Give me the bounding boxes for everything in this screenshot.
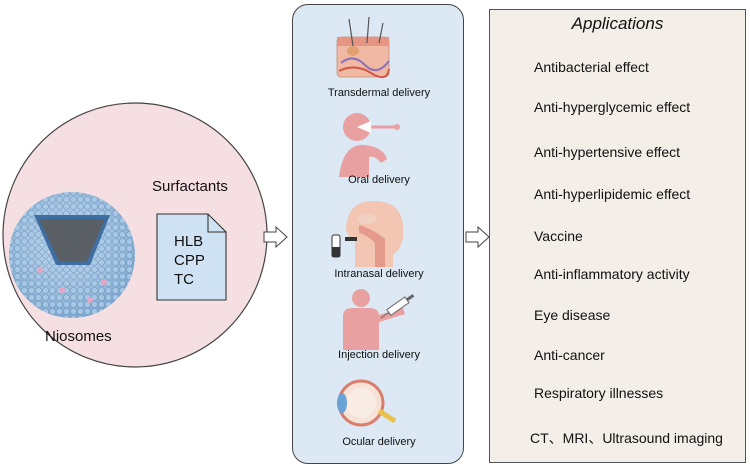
surfactant-list: HLB CPP TC	[174, 232, 205, 289]
application-item: Antibacterial effect	[534, 59, 649, 75]
oral-icon	[339, 113, 400, 177]
applications-panel: Applications Antibacterial effect Anti-h…	[489, 9, 746, 463]
niosome-vesicle-icon	[9, 192, 135, 318]
route-label: Oral delivery	[348, 174, 410, 186]
applications-title: Applications	[571, 14, 664, 33]
eye-icon	[337, 379, 397, 427]
surfactant-item: HLB	[174, 233, 204, 250]
application-item: Vaccine	[534, 228, 583, 244]
route-label: Intranasal delivery	[334, 268, 424, 280]
route-label: Injection delivery	[338, 349, 420, 361]
surfactant-item: CPP	[174, 252, 205, 269]
application-item: Respiratory illnesses	[534, 385, 664, 401]
nasal-icon	[331, 201, 404, 267]
niosome-panel	[2, 102, 268, 368]
application-item: Anti-hyperlipidemic effect	[534, 186, 691, 202]
skin-icon	[336, 16, 390, 79]
route-label: Transdermal delivery	[327, 87, 431, 99]
niosomes-label: Niosomes	[45, 328, 112, 345]
application-item: Anti-hypertensive effect	[534, 144, 681, 160]
application-item: Anti-cancer	[534, 347, 605, 363]
application-item: CT、MRI、Ultrasound imaging	[530, 430, 723, 446]
arrow-right-icon	[465, 226, 490, 248]
route-label: Ocular delivery	[342, 436, 416, 448]
application-item: Eye disease	[534, 307, 611, 323]
surfactant-item: TC	[174, 271, 194, 288]
delivery-routes-panel: Transdermal delivery Oral delivery Intra…	[292, 4, 464, 464]
arrow-right-icon	[263, 226, 288, 248]
surfactants-label: Surfactants	[152, 178, 228, 195]
surfactant-document-icon	[156, 213, 227, 301]
application-item: Anti-inflammatory activity	[534, 266, 690, 282]
injection-icon	[343, 289, 415, 350]
application-item: Anti-hyperglycemic effect	[534, 99, 691, 115]
